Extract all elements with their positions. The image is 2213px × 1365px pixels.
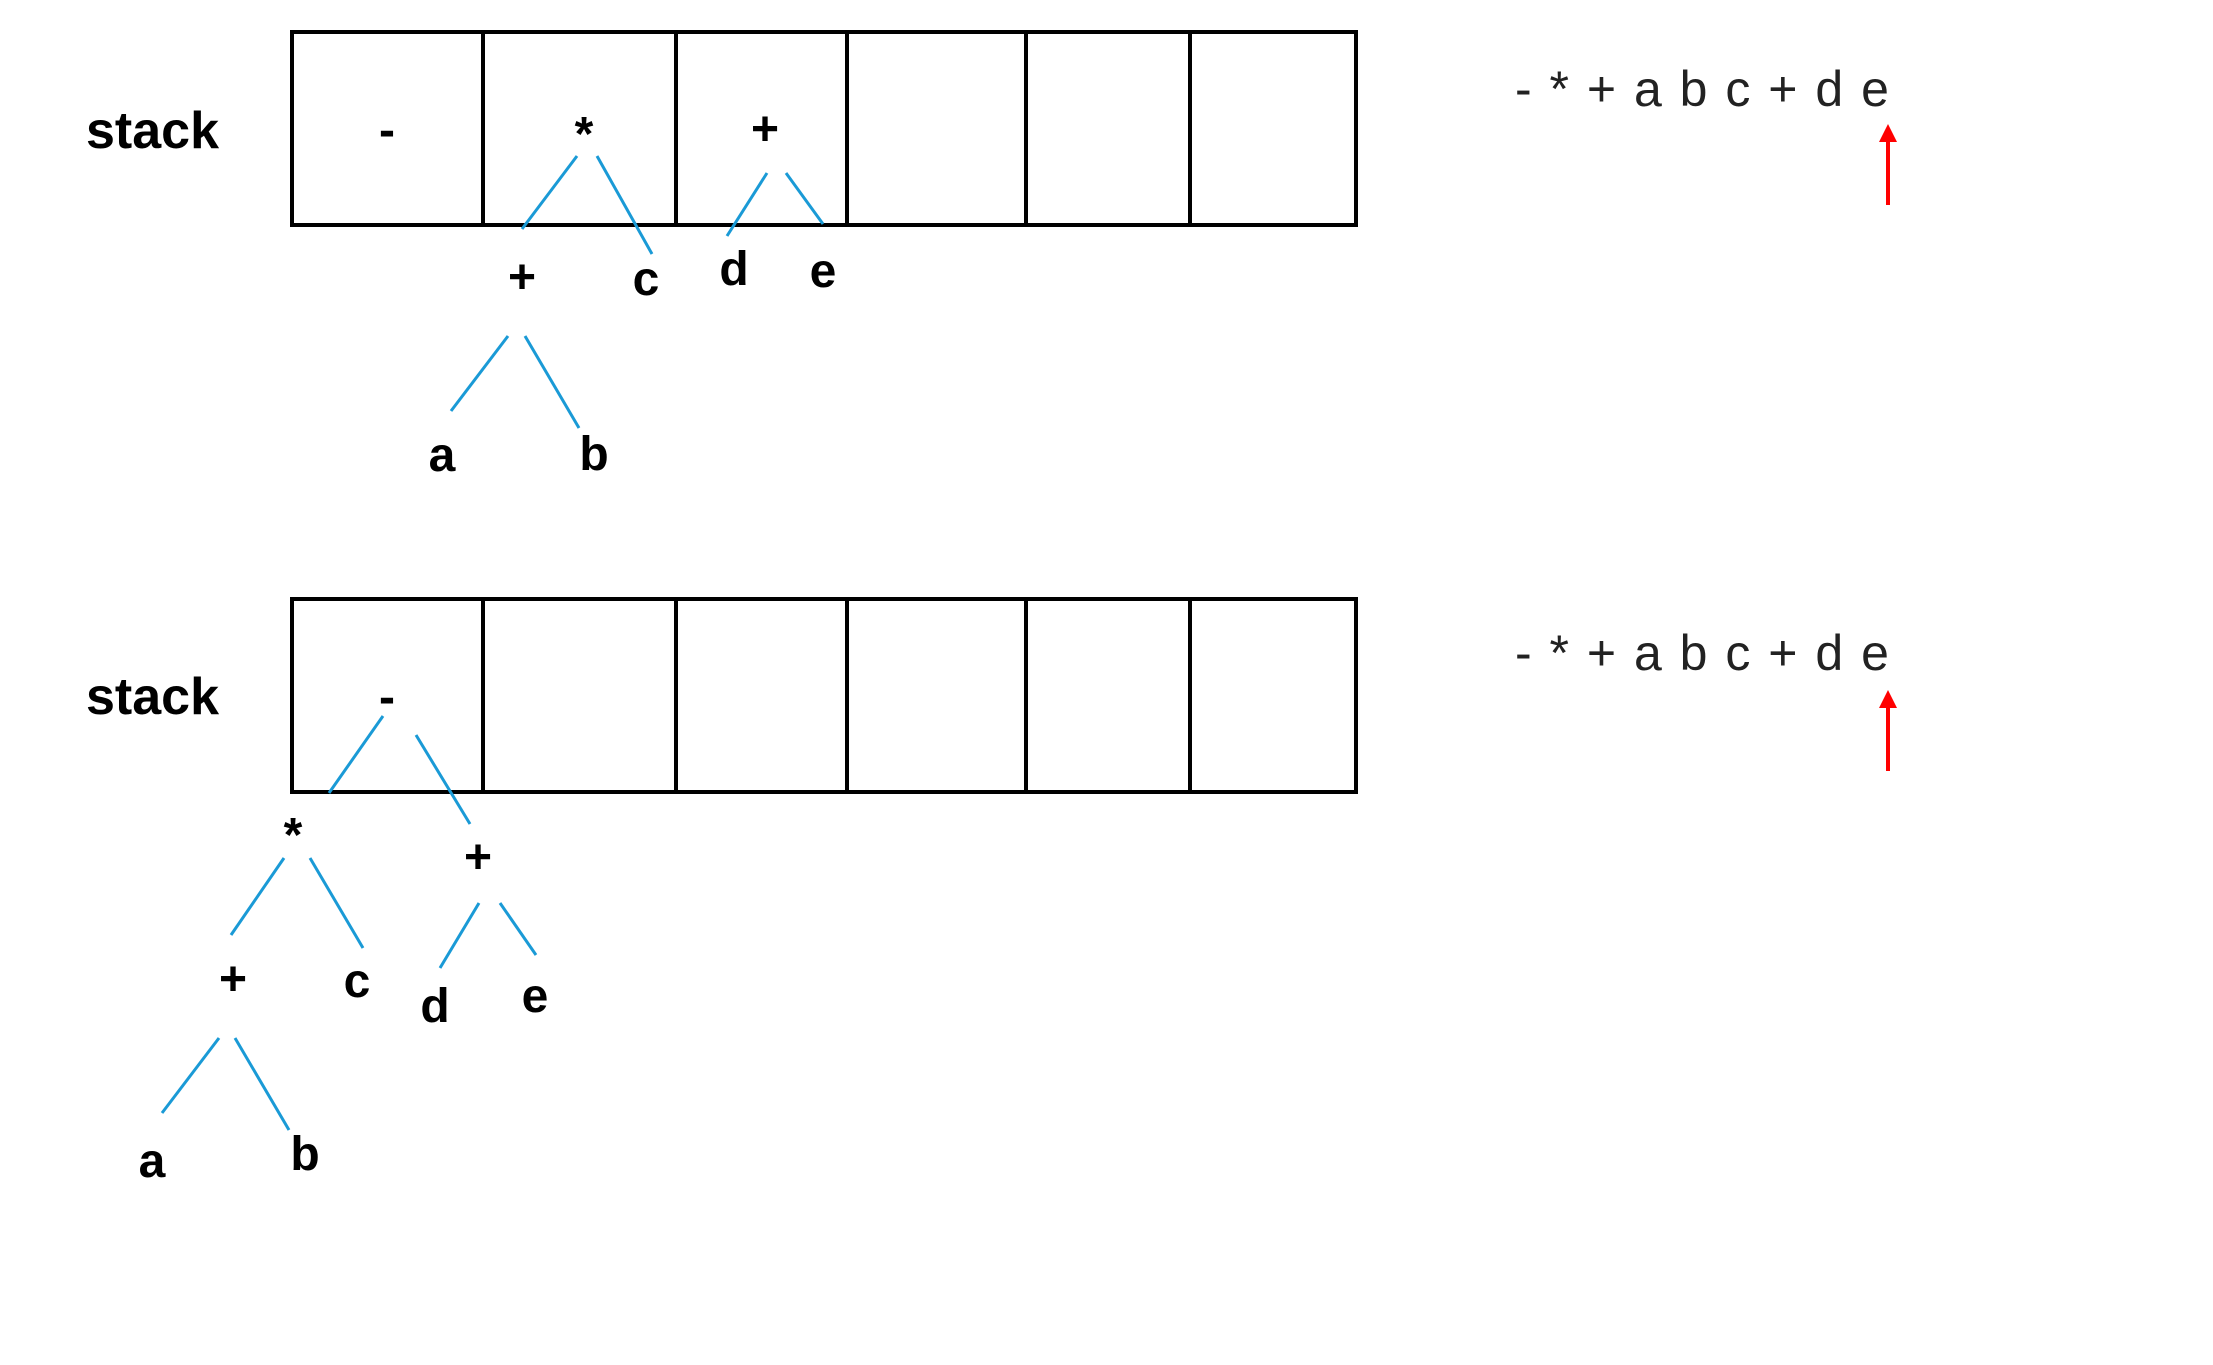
top-node-star: *	[574, 108, 594, 161]
top-stack-box	[290, 30, 1358, 227]
top-expression: - * + a b c + d e	[1515, 61, 1891, 117]
bottom-node-a: a	[138, 1135, 166, 1188]
bottom-node-star: *	[283, 809, 303, 862]
bottom-node-plus-2: +	[463, 831, 493, 884]
top-node-a: a	[428, 429, 456, 482]
top-pointer-arrow	[1879, 124, 1897, 205]
bottom-node-b: b	[290, 1128, 320, 1181]
top-tree-edges	[449, 155, 825, 429]
bottom-tree-edges	[160, 715, 538, 1131]
top-node-plus-2: +	[750, 103, 780, 156]
top-node-b: b	[579, 428, 609, 481]
top-node-plus-1: +	[507, 251, 537, 304]
bottom-node-c: c	[343, 955, 371, 1008]
top-stack-label: stack	[86, 102, 219, 160]
bottom-node-d: d	[420, 980, 450, 1033]
bottom-stack-box	[290, 597, 1358, 794]
top-stack-cell-1: -	[379, 104, 395, 157]
bottom-node-e: e	[521, 970, 549, 1023]
top-node-c: c	[632, 253, 660, 306]
top-node-e: e	[809, 245, 837, 298]
top-node-d: d	[719, 243, 749, 296]
bottom-node-plus-1: +	[218, 953, 248, 1006]
bottom-pointer-arrow	[1879, 690, 1897, 771]
bottom-node-minus: -	[379, 671, 395, 724]
bottom-stack-label: stack	[86, 668, 219, 726]
bottom-expression: - * + a b c + d e	[1515, 625, 1891, 681]
